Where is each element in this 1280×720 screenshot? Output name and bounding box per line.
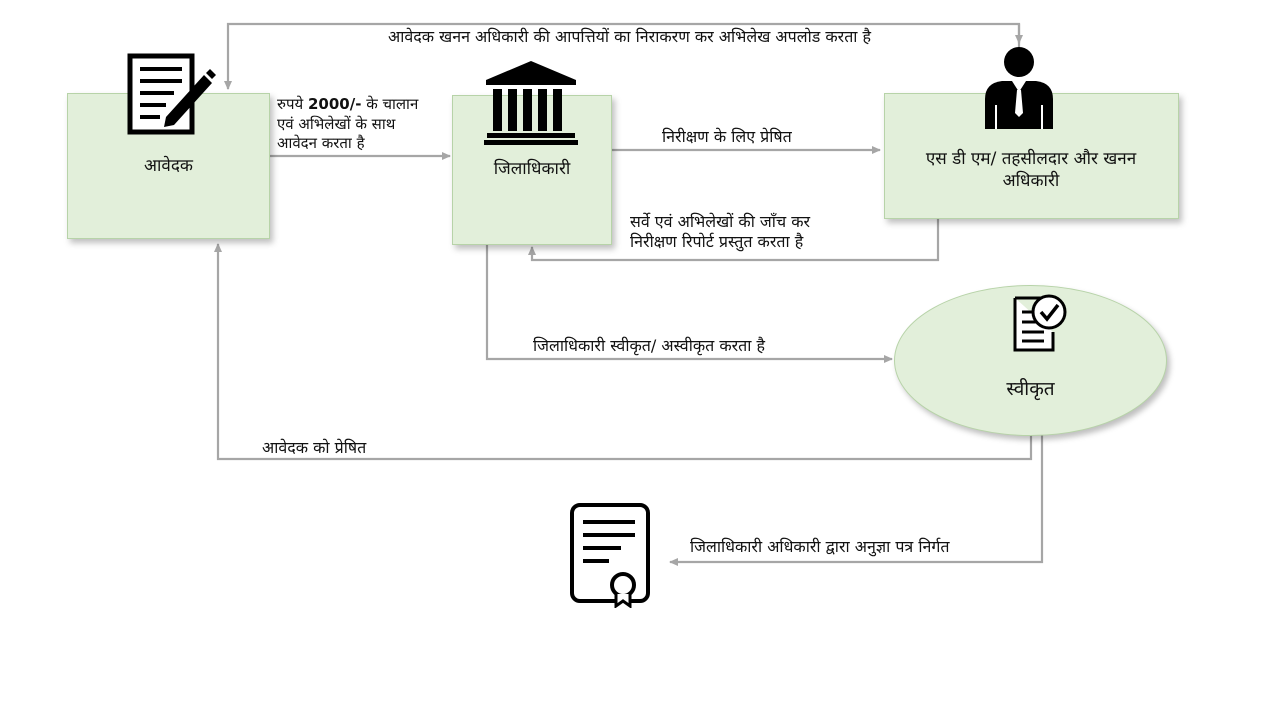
top-return-label: आवेदक खनन अधिकारी की आपत्तियों का निराकर… — [388, 27, 872, 46]
forward-inspection-label: निरीक्षण के लिए प्रेषित — [662, 127, 792, 146]
officer-person-icon — [985, 47, 1053, 129]
arrow-send-to-applicant — [214, 243, 1033, 461]
approved-label: स्वीकृत — [1006, 378, 1055, 400]
permit-issue-label: जिलाधिकारी अधिकारी द्वारा अनुज्ञा पत्र न… — [690, 537, 950, 556]
approved-ellipse — [894, 285, 1167, 436]
apply-label: रुपये 2000/- के चालान — [277, 94, 418, 114]
apply-amount: 2000/- — [307, 95, 362, 113]
applicant-label: आवेदक — [144, 156, 193, 176]
arrow-report — [528, 219, 940, 262]
apply-line1-a: रुपये — [277, 95, 308, 113]
apply-line1-b: के चालान — [361, 95, 419, 113]
report-line1: सर्वे एवं अभिलेखों की जाँच कर — [630, 212, 811, 231]
apply-line3: आवेदन करता है — [277, 134, 365, 152]
collector-label: जिलाधिकारी — [493, 159, 571, 179]
checked-document-icon — [1013, 294, 1067, 352]
report-line2: निरीक्षण रिपोर्ट प्रस्तुत करता है — [630, 232, 804, 251]
decision-label: जिलाधिकारी स्वीकृत/ अस्वीकृत करता है — [533, 336, 766, 355]
arrow-permit-issue — [669, 434, 1044, 566]
document-edit-icon — [127, 53, 216, 135]
officer-label: एस डी एम/ तहसीलदार और खनन अधिकारी — [925, 149, 1137, 191]
arrow-decision — [485, 244, 893, 363]
apply-line2: एवं अभिलेखों के साथ — [277, 115, 396, 133]
send-to-applicant-label: आवेदक को प्रेषित — [262, 438, 367, 457]
certificate-icon — [570, 503, 650, 608]
government-building-icon — [484, 61, 578, 145]
